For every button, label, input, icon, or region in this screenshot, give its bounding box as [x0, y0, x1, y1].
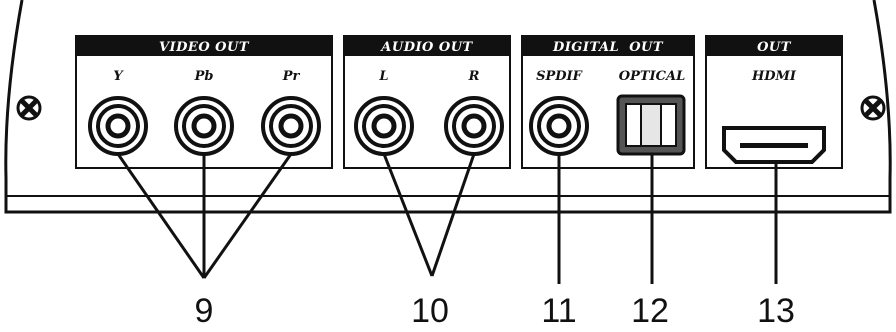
- audio-l-label: L: [378, 69, 388, 84]
- audio-out-section: AUDIO OUT L R: [343, 35, 511, 169]
- screw-icon: [16, 95, 42, 121]
- callout-13: 13: [757, 292, 795, 330]
- optical-label: OPTICAL: [619, 69, 685, 84]
- rca-jack-icon[interactable]: [174, 96, 234, 156]
- video-pb-label: Pb: [194, 69, 214, 84]
- callout-12: 12: [631, 292, 669, 330]
- hdmi-out-section: OUT HDMI: [705, 35, 843, 169]
- optical-port-icon[interactable]: [616, 94, 686, 156]
- hdmi-label: HDMI: [751, 69, 797, 84]
- digital-out-header: DIGITAL OUT: [552, 40, 664, 55]
- video-pr-label: Pr: [282, 69, 301, 84]
- hdmi-port-icon[interactable]: [722, 126, 826, 164]
- rca-jack-icon[interactable]: [88, 96, 148, 156]
- audio-r-label: R: [468, 69, 480, 84]
- rca-jack-icon[interactable]: [354, 96, 414, 156]
- rca-jack-icon[interactable]: [529, 96, 589, 156]
- video-out-header: VIDEO OUT: [159, 40, 250, 55]
- rca-jack-icon[interactable]: [261, 96, 321, 156]
- video-y-label: Y: [113, 69, 124, 84]
- callout-11: 11: [541, 292, 576, 330]
- callout-lines: [116, 153, 778, 284]
- audio-out-header: AUDIO OUT: [379, 40, 473, 55]
- video-out-section: VIDEO OUT Y Pb Pr: [75, 35, 333, 169]
- hdmi-out-header: OUT: [757, 40, 792, 55]
- callout-9: 9: [195, 292, 214, 330]
- digital-out-section: DIGITAL OUT SPDIF OPTICAL: [521, 35, 695, 169]
- callout-10: 10: [411, 292, 449, 330]
- rca-jack-icon[interactable]: [444, 96, 504, 156]
- spdif-label: SPDIF: [536, 69, 583, 84]
- screw-icon: [860, 95, 886, 121]
